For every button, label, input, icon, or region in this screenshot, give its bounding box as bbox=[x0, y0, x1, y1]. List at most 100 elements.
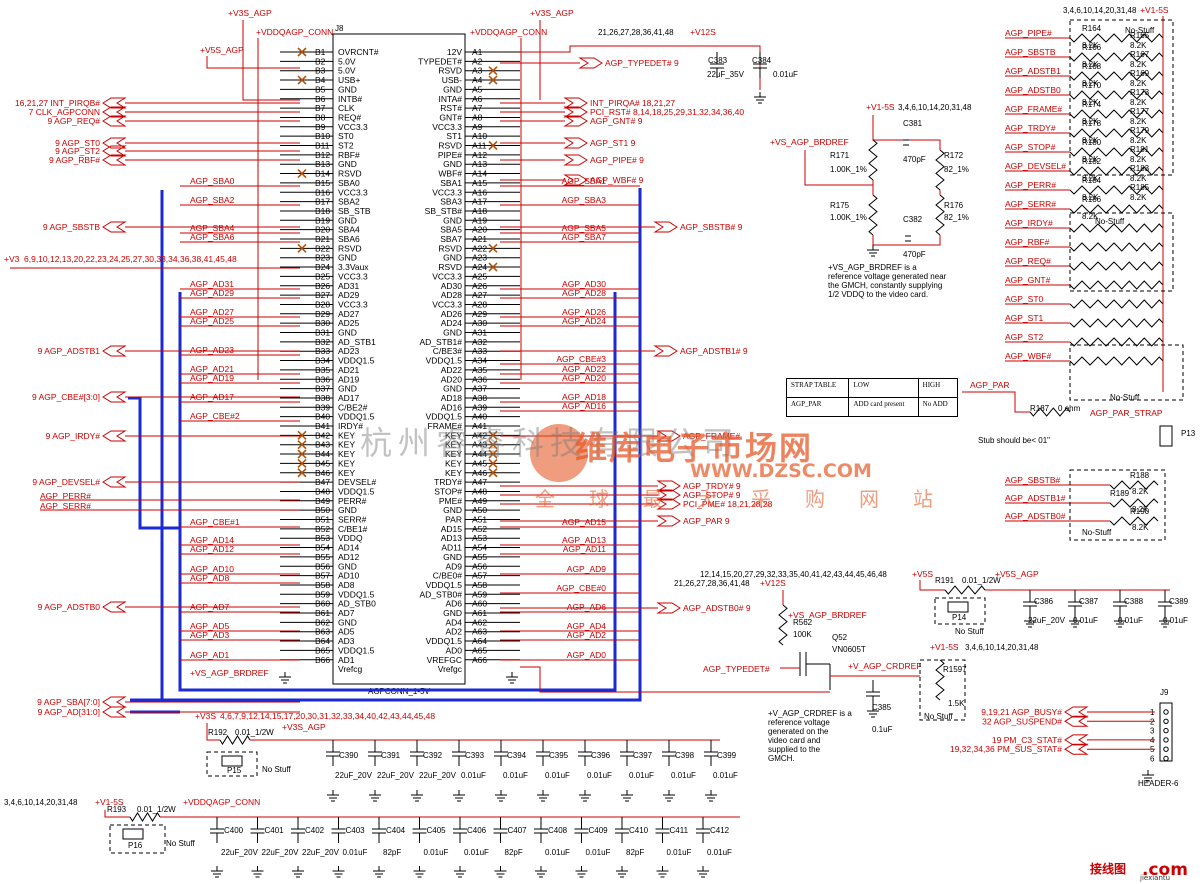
right-bus-net-label: AGP_SBA5 bbox=[562, 223, 607, 233]
brdref-rail-label: +VS_AGP_BRDREF bbox=[770, 137, 849, 147]
pullup-r1-value: 8.2K bbox=[1082, 117, 1099, 126]
pullup-resistor-symbol bbox=[1117, 261, 1164, 271]
crdref-note-line: generated on the bbox=[768, 727, 829, 736]
left-bus-net-label: AGP_AD27 bbox=[190, 307, 234, 317]
connector-a-pin-name: KEY bbox=[445, 468, 462, 478]
connector-a-pin-name: AD6 bbox=[445, 599, 462, 609]
nostuff-box bbox=[1069, 469, 1166, 541]
sbstb-net-label: AGP_SBSTB# bbox=[1005, 475, 1061, 485]
header-pin-dot bbox=[1163, 755, 1169, 762]
connector-b-pin-name: VDDQ1.5 bbox=[338, 412, 375, 422]
pullup-r1-ref: R170 bbox=[1082, 81, 1102, 90]
connector-b-pin-name: CLK bbox=[338, 103, 355, 113]
left-bus-net-label: AGP_AD21 bbox=[190, 364, 234, 374]
connector-a-pin-name: VCC3.3 bbox=[432, 271, 462, 281]
cap-value: 0.01uF bbox=[629, 771, 654, 780]
cap-symbol bbox=[410, 740, 424, 766]
right-signal-port bbox=[563, 154, 588, 166]
ground-symbol bbox=[1159, 616, 1171, 628]
p14-nostuff: No Stuff bbox=[955, 627, 985, 636]
left-signal-port bbox=[102, 137, 127, 149]
right-bus-net-label: AGP_AD16 bbox=[562, 401, 606, 411]
pullup-r1-ref: R184 bbox=[1082, 176, 1102, 185]
resistor-r562-symbol bbox=[778, 604, 788, 646]
cap-value: 22uF_20V bbox=[335, 771, 373, 780]
pullup-rail-refs: 3,4,6,10,14,20,31,48 bbox=[1063, 6, 1137, 15]
header-pin-dot bbox=[1163, 727, 1169, 734]
ground-symbol bbox=[575, 866, 588, 878]
ground-symbol bbox=[411, 790, 423, 802]
cap-symbol bbox=[615, 817, 629, 843]
sbstb-ref: R189 bbox=[1110, 489, 1130, 498]
pullup-resistor-symbol bbox=[1117, 147, 1164, 157]
pullup-resistor-symbol bbox=[1069, 204, 1119, 214]
ground-symbol bbox=[251, 866, 264, 878]
connector-a-pin-name: AD_STB0# bbox=[419, 589, 462, 599]
left-signal-port bbox=[102, 391, 127, 403]
ground-symbol bbox=[506, 672, 518, 684]
nostuff-label: No-Stuff bbox=[1125, 26, 1155, 35]
jumper-p16-symbol bbox=[122, 828, 144, 840]
pullup-resistor-symbol bbox=[1117, 356, 1164, 366]
nostuff-box bbox=[1069, 212, 1174, 292]
pullup-r2-ref: R173 bbox=[1130, 88, 1150, 97]
r187-ref: R187 bbox=[1030, 404, 1050, 413]
ground-symbol bbox=[1142, 770, 1154, 782]
header-pin-port bbox=[1064, 734, 1089, 746]
sbstb-value: 8.2K bbox=[1132, 523, 1149, 532]
right-bus-net-label: AGP_AD24 bbox=[562, 316, 606, 326]
pullup-r1-value: 8.2K bbox=[1082, 136, 1099, 145]
r562-ref: R562 bbox=[793, 618, 813, 627]
v3s-rail-refs: 4,6,7,9,12,14,15,17,20,30,31,32,33,34,40… bbox=[220, 711, 435, 721]
ground-symbol bbox=[616, 866, 628, 878]
pullup-r2-value: 8.2K bbox=[1130, 98, 1147, 107]
connector-b-pin-name: SERR# bbox=[338, 515, 367, 525]
cap-value: 22uF_20V bbox=[221, 848, 259, 857]
connector-a-pin-name: RST# bbox=[440, 103, 462, 113]
pullup-r2-ref: R179 bbox=[1130, 126, 1150, 135]
left-signal-label: 9 AGP_AD[31:0] bbox=[38, 707, 100, 717]
cap-value: 0.01uF bbox=[586, 848, 611, 857]
connector-b-pin-name: AD10 bbox=[338, 571, 360, 581]
connector-a-pin-name: RSVD bbox=[438, 66, 462, 76]
r192-value: 0.01_1/2W bbox=[235, 728, 274, 737]
cap-symbol bbox=[620, 740, 634, 766]
crdref-note-line: video card and bbox=[768, 736, 820, 745]
cap-value: 82pF bbox=[505, 848, 523, 857]
p16-nostuff: No Stuff bbox=[166, 839, 196, 848]
right-bus-net-label: AGP_AD0 bbox=[567, 650, 606, 660]
left-signal-label: 9 AGP_RBF# bbox=[49, 155, 100, 165]
cap-symbol bbox=[534, 817, 548, 843]
connector-ref: J8 bbox=[335, 24, 344, 33]
pullup-net-label: AGP_PIPE# bbox=[1005, 28, 1052, 38]
left-signal-label: 9 AGP_CBE#[3:0] bbox=[32, 392, 100, 402]
left-signal-port bbox=[102, 476, 127, 488]
right-signal-port bbox=[653, 221, 678, 233]
cap-ref: C405 bbox=[427, 826, 447, 835]
pullup-r1-value: 8.2K bbox=[1082, 60, 1099, 69]
connector-b-pin-name: KEY bbox=[338, 468, 355, 478]
pullup-resistor-symbol bbox=[1117, 52, 1164, 62]
pullup-r1-value: 8.2K bbox=[1082, 79, 1099, 88]
pullup-r2-value: 8.2K bbox=[1130, 155, 1147, 164]
cap-ref: C409 bbox=[589, 826, 609, 835]
cap-ref: C386 bbox=[1034, 597, 1054, 606]
v15-rail-refs: 3,4,6,10,14,20,31,48 bbox=[4, 798, 78, 807]
cap-ref: C387 bbox=[1079, 597, 1099, 606]
connector-b-pin-name: RSVD bbox=[338, 243, 362, 253]
connector-a-pin-name: AD20 bbox=[441, 374, 463, 384]
connector-a-pin-name: AD13 bbox=[441, 533, 463, 543]
crdref-v12s-label: +V12S bbox=[760, 578, 786, 588]
cap-value: 0.01uF bbox=[773, 70, 798, 79]
rail-v12s-label: +V12S bbox=[690, 27, 716, 37]
connector-body bbox=[332, 33, 466, 685]
connector-a-pin-name: AD4 bbox=[445, 617, 462, 627]
connector-a-pin-name: TYPEDET# bbox=[418, 56, 462, 66]
left-bus-net-label: AGP_SBA6 bbox=[190, 232, 235, 242]
pullup-r1-value: 8.2K bbox=[1082, 174, 1099, 183]
brdref-v15-refs: 3,4,6,10,14,20,31,48 bbox=[898, 103, 972, 112]
pullup-r1-ref: R174 bbox=[1082, 100, 1102, 109]
left-bus-net-label: AGP_CBE#1 bbox=[190, 517, 240, 527]
connector-b-pin-name: VCC3.3 bbox=[338, 187, 368, 197]
